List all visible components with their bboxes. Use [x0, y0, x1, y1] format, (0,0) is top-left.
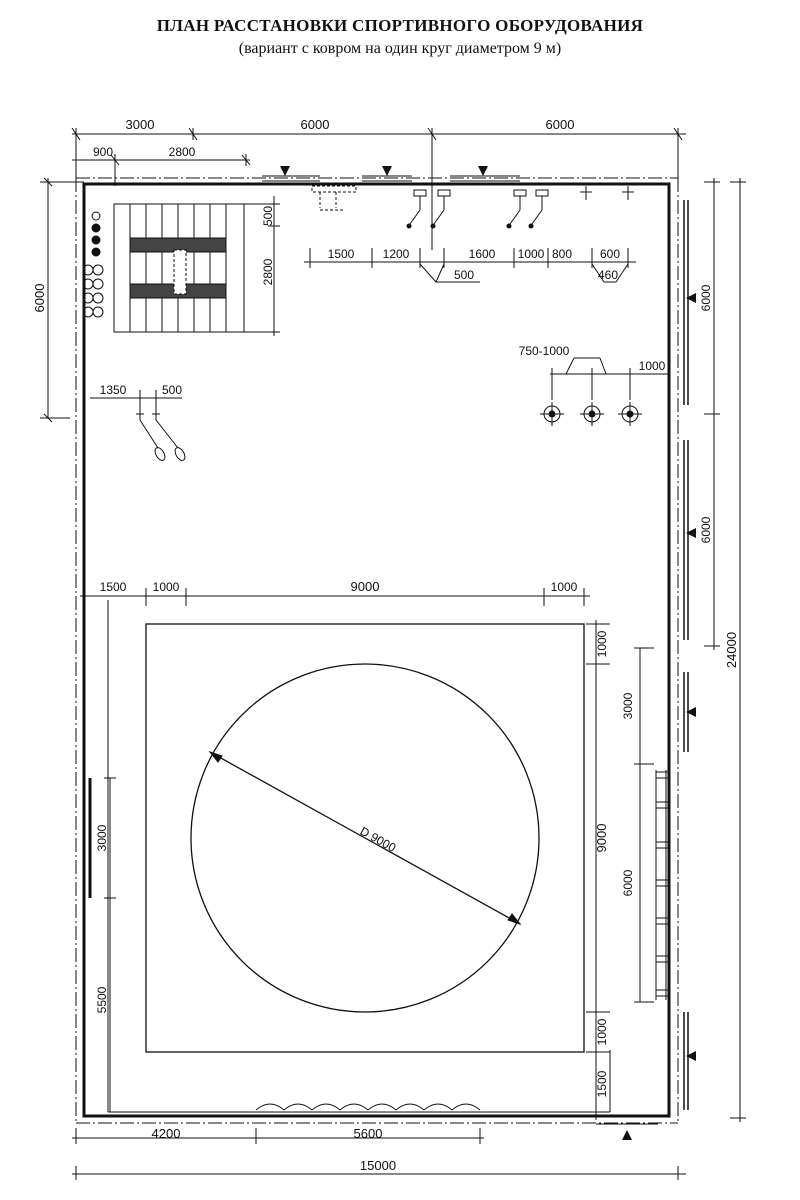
dim-eq-500: 500: [454, 268, 474, 282]
dim-top-3000: 3000: [126, 117, 155, 132]
dim-mat-500: 500: [261, 206, 275, 226]
mat-stack: [113, 196, 280, 336]
dim-eq-1200: 1200: [383, 247, 410, 261]
dim-eq-600: 600: [600, 247, 620, 261]
dim-top-6000-a: 6000: [301, 117, 330, 132]
hall-walls: [75, 177, 679, 1124]
left-dimension-lines: [40, 177, 84, 423]
dim-eq-1000: 1000: [518, 247, 545, 261]
dim-eq-460: 460: [598, 268, 618, 282]
dim-top-900: 900: [93, 145, 113, 159]
wall-bars-right: [634, 647, 669, 1003]
dim-top-6000-b: 6000: [546, 117, 575, 132]
dim-target-750-1000: 750-1000: [519, 344, 570, 358]
dim-rope-500: 500: [162, 383, 182, 397]
dim-right-inner-3000: 3000: [621, 692, 635, 719]
dim-carpet-9000: 9000: [351, 579, 380, 594]
top-dimension-lines: [71, 127, 686, 250]
small-equipment-left: [82, 211, 104, 318]
targets: [540, 357, 670, 426]
windows-right: [683, 200, 689, 1110]
wall-equipment: [304, 185, 636, 283]
dim-carpet-1000-a: 1000: [153, 580, 180, 594]
page-subtitle: (вариант с ковром на один круг диаметром…: [238, 40, 562, 57]
page-title: ПЛАН РАССТАНОВКИ СПОРТИВНОГО ОБОРУДОВАНИ…: [156, 16, 644, 35]
dim-overall-width: 15000: [360, 1158, 396, 1173]
dim-bottom-5600: 5600: [354, 1126, 383, 1141]
left-lower-dims: [88, 777, 116, 1112]
dim-rope-1350: 1350: [100, 383, 127, 397]
dim-carpet-right-9000: 9000: [594, 824, 609, 853]
dim-eq-800: 800: [552, 247, 572, 261]
bottom-dimension-lines: [72, 1128, 686, 1180]
right-dimension-lines: [704, 178, 746, 1122]
dim-right-outer-6000-b: 6000: [699, 516, 713, 543]
dimension-labels: 3000 6000 6000 900 2800 500 2800 6000 15…: [32, 117, 739, 1173]
dim-target-1000: 1000: [639, 359, 666, 373]
dim-carpet-1500: 1500: [100, 580, 127, 594]
dim-carpet-right-1000-b: 1000: [595, 1018, 609, 1045]
dim-carpet-right-1000-a: 1000: [595, 630, 609, 657]
dim-top-2800: 2800: [169, 145, 196, 159]
dim-left-lower-5500: 5500: [95, 986, 109, 1013]
dim-eq-1500: 1500: [328, 247, 355, 261]
dim-eq-1600: 1600: [469, 247, 496, 261]
dim-mat-2800: 2800: [261, 258, 275, 285]
dim-carpet-1000-b: 1000: [551, 580, 578, 594]
climbing-ropes: [90, 390, 186, 461]
dim-right-inner-6000: 6000: [621, 869, 635, 896]
dim-bottom-4200: 4200: [152, 1126, 181, 1141]
dim-carpet-right-1500: 1500: [595, 1070, 609, 1097]
dim-right-outer-6000-a: 6000: [699, 284, 713, 311]
circle-diameter-label: D 9000: [358, 824, 399, 855]
dim-overall-height: 24000: [724, 632, 739, 668]
benches-bottom: [255, 1103, 481, 1111]
carpet: [80, 588, 610, 1120]
dim-left-6000: 6000: [32, 284, 47, 313]
entrance-markers: [280, 166, 696, 1140]
dim-left-lower-3000: 3000: [95, 824, 109, 851]
